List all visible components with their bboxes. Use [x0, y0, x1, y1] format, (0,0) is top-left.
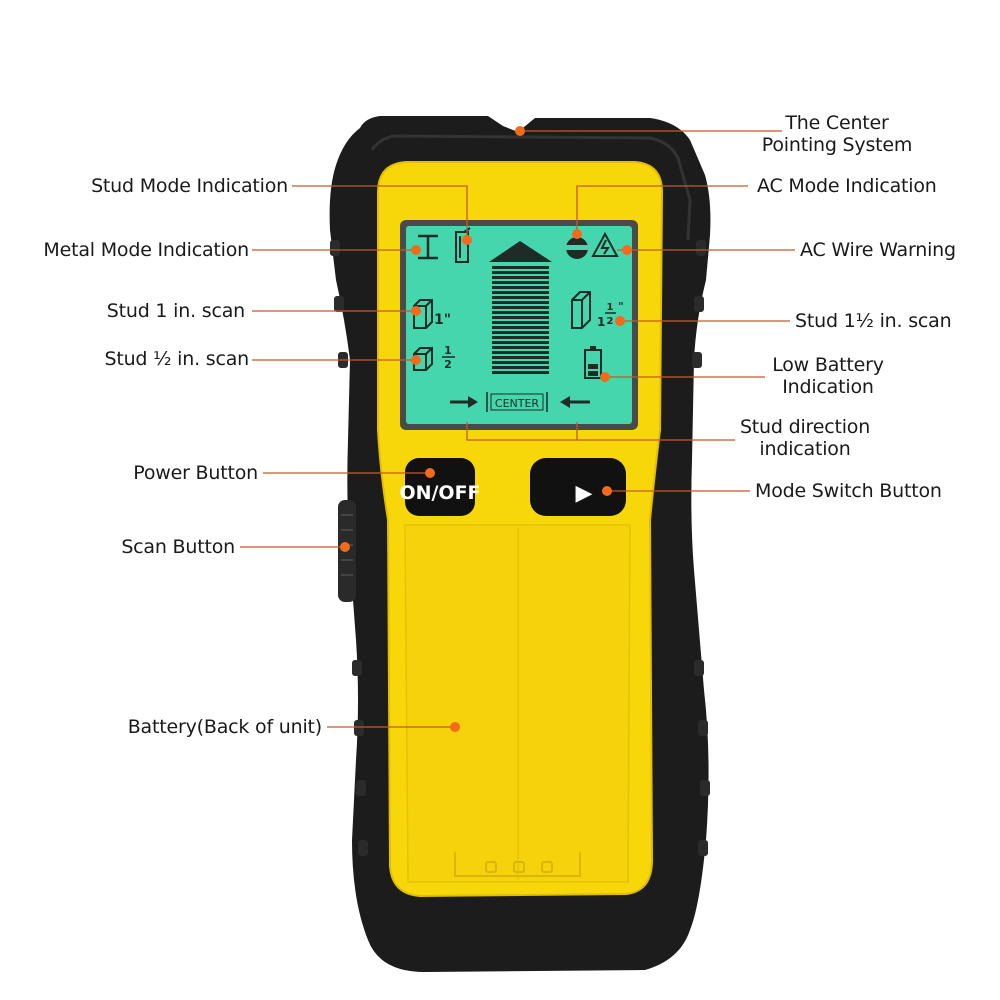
ac-mode-icon	[564, 237, 590, 259]
label-ac-wire-warning: AC Wire Warning	[800, 239, 956, 261]
label-center-pointing-line1: The Center	[785, 112, 889, 134]
graph-bar-segment	[492, 341, 549, 344]
graph-bar-segment	[492, 371, 549, 374]
graph-bar-segment	[492, 336, 549, 339]
ac-warning-icon	[591, 231, 619, 257]
graph-bar-segment	[492, 306, 549, 309]
label-battery: Battery(Back of unit)	[127, 716, 322, 738]
graph-bar-segment	[492, 266, 549, 269]
lcd-stud-half-num: 1	[444, 344, 452, 357]
label-stud-half-in: Stud ½ in. scan	[104, 348, 249, 370]
lcd-stud-1-5in-mark: "	[618, 300, 624, 313]
graph-bar-segment	[492, 326, 549, 329]
graph-bar-segment	[492, 291, 549, 294]
center-label-box	[490, 393, 544, 411]
metal-beam-icon	[418, 234, 438, 260]
label-mode-switch-button: Mode Switch Button	[755, 480, 942, 502]
graph-bar-segment	[492, 301, 549, 304]
graph-bar-segment	[492, 351, 549, 354]
lcd-stud-1in-label: 1"	[434, 312, 451, 328]
graph-bar-segment	[492, 286, 549, 289]
label-low-battery-line1: Low Battery	[772, 354, 884, 376]
label-metal-mode: Metal Mode Indication	[43, 239, 249, 261]
mode-switch-button[interactable]	[530, 458, 626, 516]
graph-bar-segment	[492, 296, 549, 299]
graph-bar-segment	[492, 361, 549, 364]
label-stud-mode: Stud Mode Indication	[91, 175, 288, 197]
lcd-stud-1-5in-num: 1	[607, 302, 614, 313]
direction-arrow-right	[560, 396, 590, 408]
stud-half-icon	[413, 347, 433, 371]
right-grip-ridges	[692, 240, 710, 856]
mode-switch-glyph: ▶	[576, 481, 593, 506]
label-stud-1in: Stud 1 in. scan	[106, 300, 245, 322]
power-button-label: ON/OFF	[399, 482, 480, 504]
label-low-battery-line2: Indication	[782, 376, 874, 398]
label-stud-direction-line2: indication	[759, 438, 851, 460]
left-grip-ridges	[330, 240, 368, 856]
graph-bar-segment	[492, 311, 549, 314]
graph-bar-segment	[492, 366, 549, 369]
label-ac-mode: AC Mode Indication	[757, 175, 937, 197]
label-scan-button: Scan Button	[121, 536, 235, 558]
graph-bars	[492, 266, 549, 374]
label-stud-direction-line1: Stud direction	[739, 416, 871, 438]
graph-bar-segment	[492, 346, 549, 349]
graph-bar-segment	[492, 316, 549, 319]
callout-dots	[340, 126, 632, 732]
lcd-stud-half-den: 2	[444, 358, 452, 371]
battery-latch	[454, 852, 581, 877]
graph-bar-segment	[492, 356, 549, 359]
battery-latch-grips	[485, 861, 553, 873]
label-power-button: Power Button	[133, 462, 258, 484]
graph-bar-segment	[492, 276, 549, 279]
graph-arrow-head	[489, 241, 552, 262]
label-center-pointing-line2: Pointing System	[761, 134, 913, 156]
label-low-battery: Low Battery Indication	[758, 354, 898, 398]
lcd-center-label: CENTER	[495, 397, 540, 410]
label-stud-1-5in: Stud 1½ in. scan	[795, 310, 952, 332]
graph-bar-segment	[492, 321, 549, 324]
stud-mode-icon	[455, 227, 471, 263]
label-stud-direction: Stud direction indication	[730, 416, 880, 460]
lcd-stud-1-5in-den: 2	[607, 316, 614, 327]
callout-lines	[240, 130, 795, 728]
direction-arrow-left	[450, 396, 478, 408]
lcd-stud-1-5in-whole: 1	[597, 315, 605, 329]
stud-1-5in-icon	[571, 291, 591, 329]
label-center-pointing: The Center Pointing System	[752, 112, 922, 156]
lcd-screen	[406, 226, 632, 424]
device-rim	[370, 134, 692, 241]
graph-bar-segment	[492, 271, 549, 274]
lcd-bar-graph	[489, 241, 552, 374]
graph-bar-segment	[492, 331, 549, 334]
battery-icon	[584, 346, 602, 379]
graph-bar-segment	[492, 281, 549, 284]
